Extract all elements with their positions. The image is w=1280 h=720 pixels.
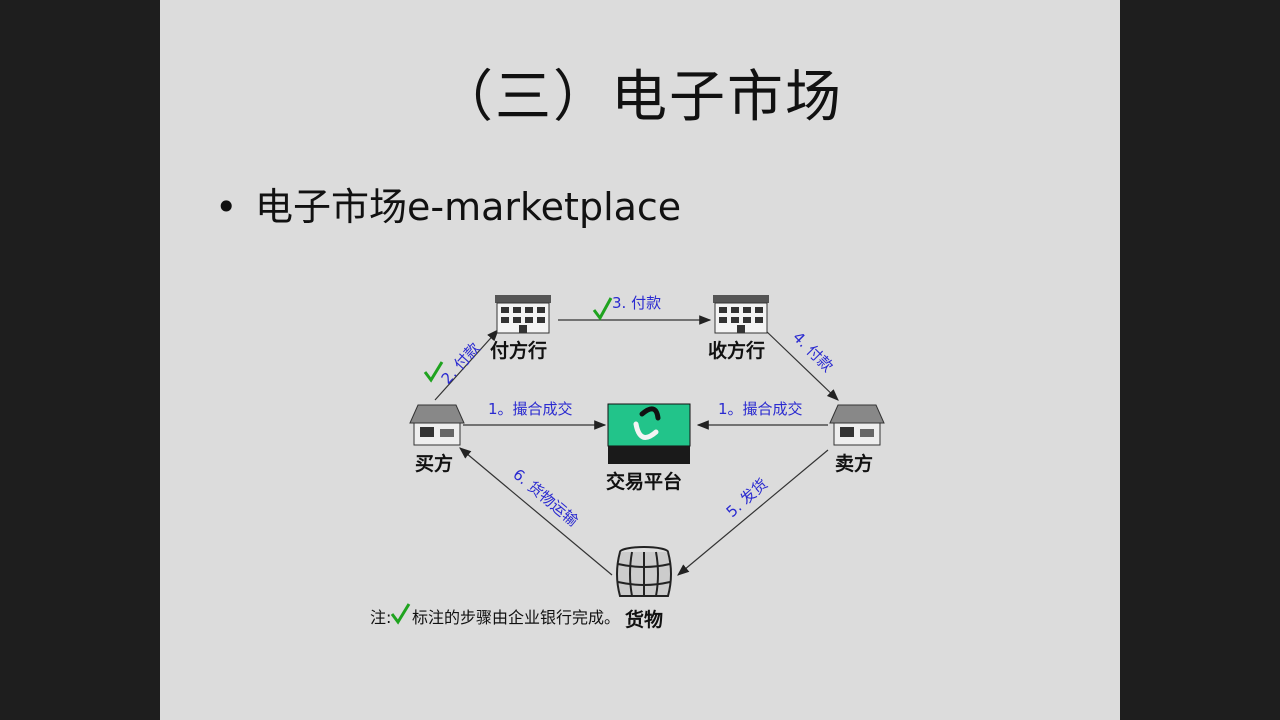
check-icon-step-2: [423, 361, 444, 383]
check-icon-note: [390, 603, 411, 625]
step-match-right: 1。撮合成交: [718, 400, 803, 418]
note-text: 标注的步骤由企业银行完成。: [412, 608, 620, 627]
buyer-house-icon: [409, 404, 465, 446]
step-pay-2: 2. 付款: [438, 339, 484, 388]
slide-title: （三）电子市场: [437, 65, 843, 130]
slide: （三）电子市场 • 电子市场e-marketplace: [160, 0, 1120, 720]
arrows: [434, 315, 839, 576]
bullet-text: 电子市场e-marketplace: [255, 185, 682, 229]
arrow-payee-bank-to-seller: [764, 329, 839, 401]
goods-label: 货物: [625, 608, 663, 631]
platform-label: 交易平台: [606, 470, 682, 493]
seller-label: 卖方: [835, 452, 873, 475]
note-prefix: 注:: [370, 608, 391, 627]
bullet-dot-icon: •: [215, 185, 238, 229]
emarket-diagram: 付方行 收方行 买方 卖方: [370, 294, 885, 631]
payer-bank-label: 付方行: [490, 339, 547, 362]
goods-barrel-icon: [616, 546, 672, 597]
arrow-seller-to-goods: [677, 449, 829, 576]
arrow-goods-to-buyer: [459, 447, 613, 576]
step-pay-4: 4. 付款: [789, 328, 836, 375]
buyer-label: 买方: [415, 452, 453, 475]
trading-platform-icon: [607, 403, 691, 464]
payer-bank-icon: [495, 295, 551, 334]
step-match-left: 1。撮合成交: [488, 400, 573, 418]
step-ship-5: 5. 发货: [723, 475, 772, 521]
arrow-buyer-to-payer-bank: [434, 329, 499, 401]
seller-house-icon: [829, 404, 885, 446]
bullet-item: • 电子市场e-marketplace: [215, 176, 681, 231]
step-pay-3: 3. 付款: [612, 294, 661, 312]
payee-bank-icon: [713, 295, 769, 334]
payee-bank-label: 收方行: [708, 339, 765, 362]
check-icon-step-3: [592, 297, 613, 321]
